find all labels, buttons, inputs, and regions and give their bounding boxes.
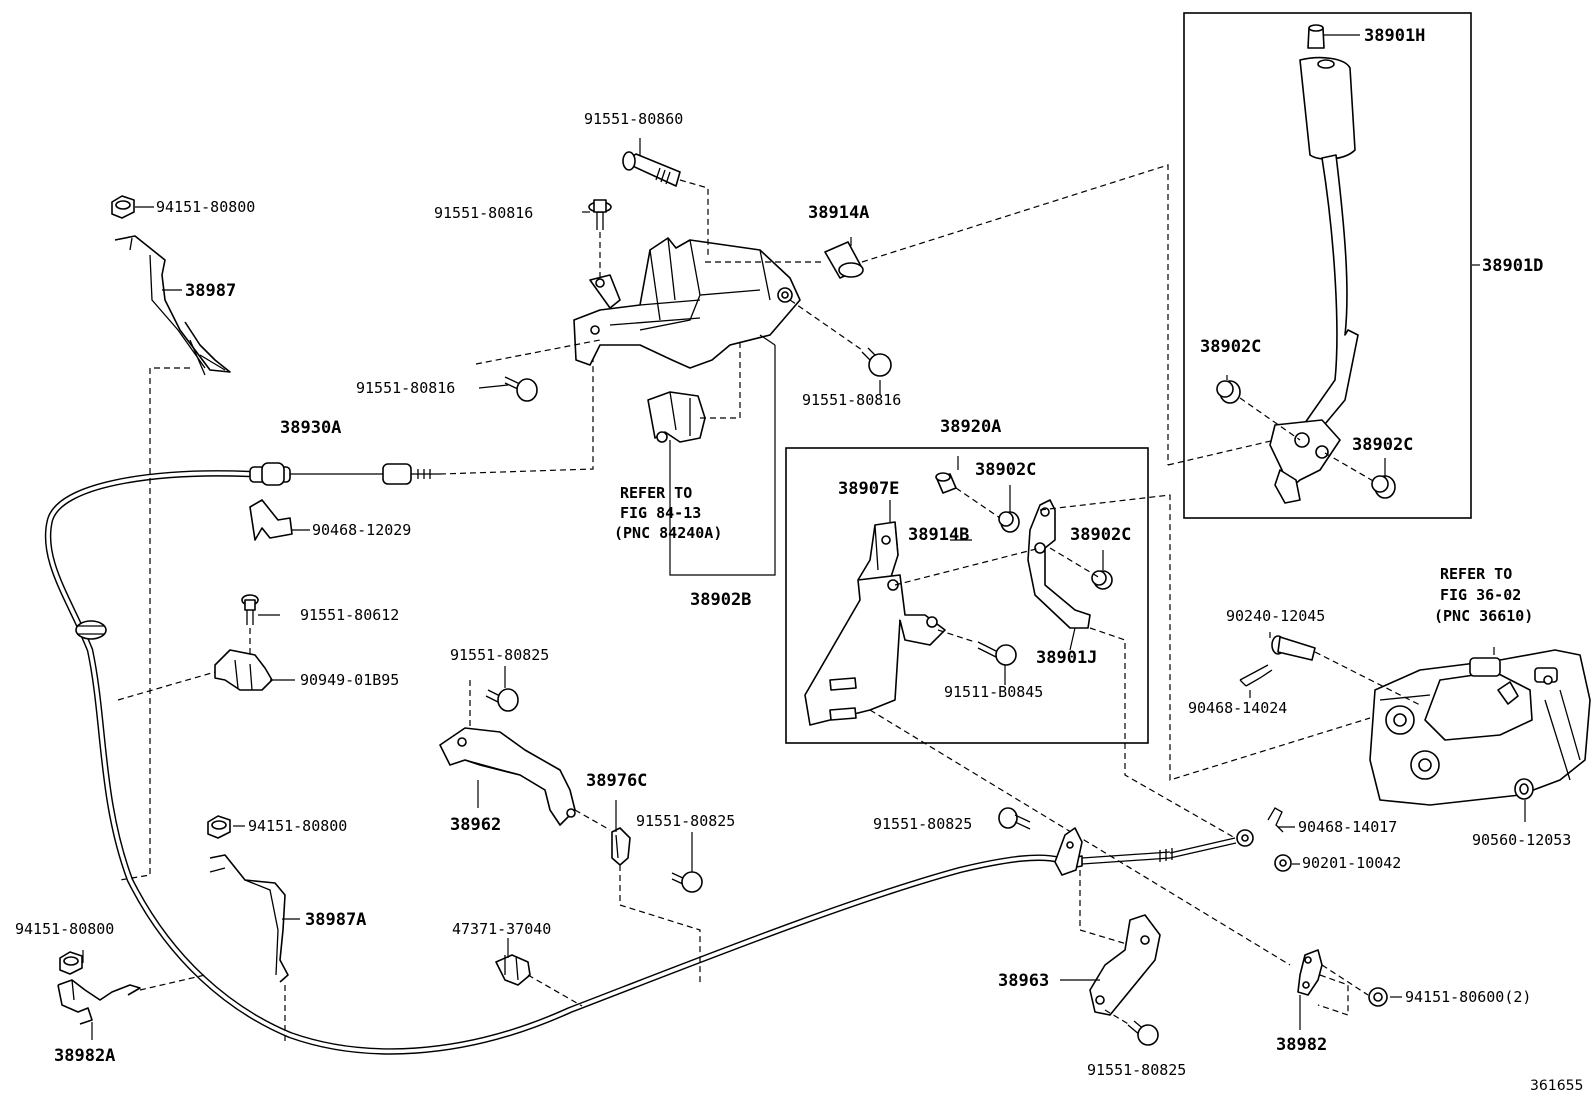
label-94151-80800-a: 94151-80800 [156,198,255,216]
label-91551-80816-c: 91551-80816 [802,391,901,409]
bolt-91551-80816-a [588,199,612,230]
bolt-91551-80860 [622,151,681,187]
bolt-91551-80816-b [504,376,538,402]
refer-to-84-line3: (PNC 84240A) [614,524,722,542]
transfer-case [1369,649,1591,806]
bolt-91551-80612 [241,594,259,625]
label-94151-80800-b: 94151-80800 [248,817,347,835]
pin-38914A [824,241,864,279]
label-47371-37040: 47371-37040 [452,920,551,938]
cable-38930A [44,462,1254,1055]
label-94151-80600: 94151-80600(2) [1405,988,1531,1006]
label-91551-80816-a: 91551-80816 [434,204,533,222]
washer-90201-10042 [1274,854,1292,872]
refer-to-84-line1: REFER TO [620,484,692,502]
label-38982A: 38982A [54,1046,115,1066]
clip-47371-37040 [495,954,531,986]
label-38902C-c: 38902C [975,460,1036,480]
lever-38901J [1027,499,1091,629]
pin-90240-12045 [1271,635,1316,661]
label-91551-80825-c: 91551-80825 [873,815,972,833]
figure-id: 361655 [1530,1078,1583,1094]
refer-to-36-line3: (PNC 36610) [1434,607,1533,625]
label-90560-12053: 90560-12053 [1472,831,1571,849]
label-91551-80825-a: 91551-80825 [450,646,549,664]
label-90468-12029: 90468-12029 [312,521,411,539]
bushing-38902C-c [998,511,1020,533]
clip-90468-14017 [1267,807,1284,833]
label-91511-B0845: 91511-B0845 [944,683,1043,701]
bolt-91551-80825-a [485,688,519,712]
nut-94151-80800-a [111,195,135,219]
label-91551-80612: 91551-80612 [300,606,399,624]
label-91551-80825-b: 91551-80825 [636,812,735,830]
label-38902C-b: 38902C [1352,435,1413,455]
clip-38982 [1297,949,1323,996]
label-94151-80800-c: 94151-80800 [15,920,114,938]
bracket-38962 [439,727,576,826]
label-38914B: 38914B [908,525,969,545]
label-90468-14024: 90468-14024 [1188,699,1287,717]
nut-94151-80600 [1368,987,1388,1007]
label-38901H: 38901H [1364,26,1425,46]
clip-90468-14024 [1239,664,1273,687]
cable-bracket [1054,827,1083,876]
bolt-91551-80825-c [998,807,1031,830]
clip-38982A [57,979,141,1025]
clip-38976C [611,827,631,866]
label-38930A: 38930A [280,418,341,438]
label-38920A: 38920A [940,417,1001,437]
refer-to-36-line2: FIG 36-02 [1440,586,1521,604]
nut-90560-12053 [1514,778,1534,800]
cap-38901H [1307,24,1325,49]
label-38982: 38982 [1276,1035,1327,1055]
bolt-91511-B0845 [977,641,1017,666]
refer-to-84-line2: FIG 84-13 [620,504,701,522]
label-38902B: 38902B [690,590,751,610]
label-38901J: 38901J [1036,648,1097,668]
label-38914A: 38914A [808,203,869,223]
clip-90468-12029 [249,499,293,541]
label-38976C: 38976C [586,771,647,791]
bracket-38963 [1089,914,1161,1016]
label-91551-80816-b: 91551-80816 [356,379,455,397]
label-38963: 38963 [998,971,1049,991]
lever-assembly-box [1183,12,1472,519]
shift-lock-mechanism [573,237,801,443]
label-91551-80860: 91551-80860 [584,110,683,128]
clip-38987A [209,854,289,983]
bolt-91551-80825-b [671,871,703,893]
refer-to-36-line1: REFER TO [1440,565,1512,583]
label-38901D: 38901D [1482,256,1543,276]
label-38907E: 38907E [838,479,899,499]
pin-38914B [935,472,957,494]
shift-lever-38901D [1269,56,1359,504]
label-90201-10042: 90201-10042 [1302,854,1401,872]
bolt-91551-80825-d [1127,1020,1159,1046]
label-38987A: 38987A [305,910,366,930]
label-38902C-a: 38902C [1200,337,1261,357]
label-90949-01B95: 90949-01B95 [300,671,399,689]
bushing-38902C-b [1371,475,1396,499]
nut-94151-80800-b [207,815,231,839]
clip-38987 [114,235,231,376]
label-90240-12045: 90240-12045 [1226,607,1325,625]
bolt-91551-80816-c [861,347,892,377]
bracket-assembly-box [785,447,1149,744]
label-38987: 38987 [185,281,236,301]
clamp-90949-01B95 [214,649,273,691]
label-90468-14017: 90468-14017 [1298,818,1397,836]
bushing-38902C-d [1091,570,1113,590]
label-91551-80825-d: 91551-80825 [1087,1061,1186,1079]
nut-94151-80800-c [59,951,83,975]
label-38902C-d: 38902C [1070,525,1131,545]
bushing-38902C-a [1216,380,1241,404]
label-38962: 38962 [450,815,501,835]
bracket-38907E [804,521,946,726]
